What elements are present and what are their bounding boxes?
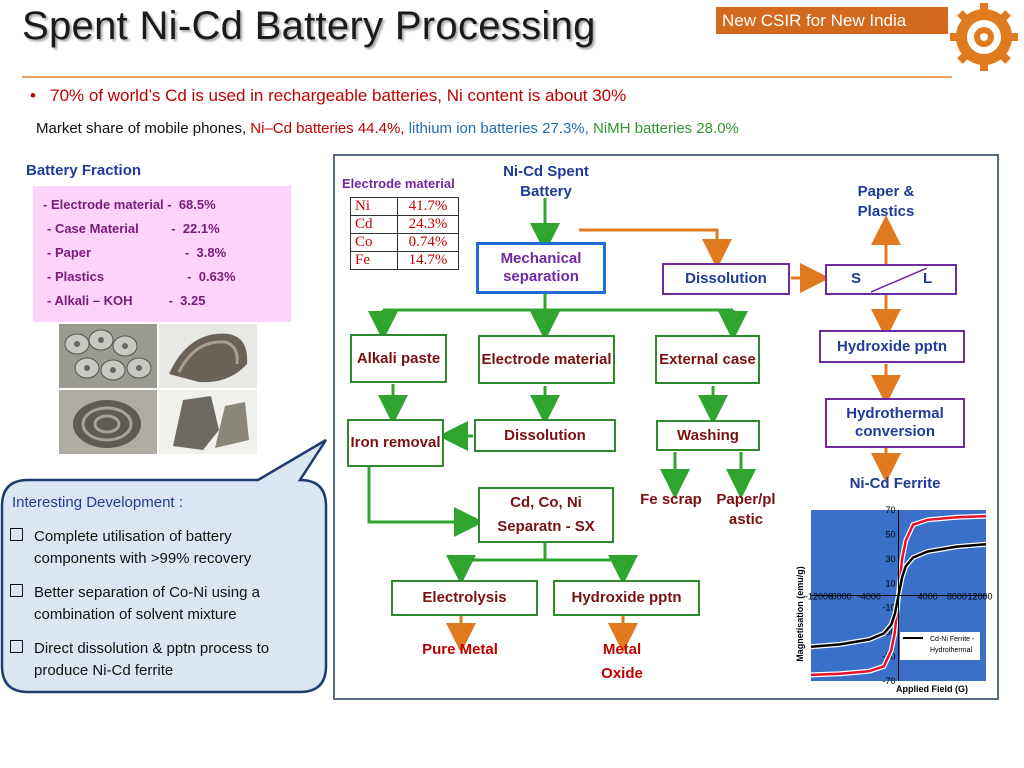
checkbox-bullet-icon [10,640,23,653]
ni-cd-ferrite-label: Ni-Cd Ferrite [849,475,941,492]
y-tick-label: 10 [885,578,895,588]
paper-plastic-label: Paper/pl astic [716,491,776,528]
alkali-paste-box: Alkali paste [350,334,447,383]
callout-title: Interesting Development : [12,494,183,511]
spiral-electrode-photo [59,390,157,454]
dissolution-middle-box: Dissolution [474,419,616,452]
csir-banner: New CSIR for New India [716,7,948,34]
x-tick-label: -8000 [829,592,852,602]
fraction-item: - Alkali – KOH - 3.25 [47,293,206,308]
callout-point: Better separation of Co-Ni using a combi… [10,582,310,626]
legend-label-line1: Cd-Ni Ferrite - [930,636,975,643]
element-cell: Co [350,233,398,252]
checkbox-bullet-icon [10,584,23,597]
y-tick-label: 30 [885,554,895,564]
spent-battery-label: Ni-Cd Spent Battery [503,163,589,200]
y-tick-label: -10 [882,603,895,613]
x-tick-label: 8000 [947,592,967,602]
element-cell: Cd [350,215,398,234]
electrode-material-label: Electrode material [342,176,455,191]
market-liion: lithium ion batteries 27.3%, [408,120,589,137]
iron-removal-box: Iron removal [347,419,444,467]
electrolysis-box: Electrolysis [391,580,538,616]
market-prefix: Market share of mobile phones, [36,120,251,137]
fraction-item: - Paper - 3.8% [47,245,227,260]
callout-point: Complete utilisation of battery componen… [10,526,310,570]
y-tick-label: 70 [885,505,895,515]
callout-point: Direct dissolution & pptn process to pro… [10,638,310,682]
cd-usage-bullet: • 70% of world’s Cd is used in rechargea… [30,86,626,106]
callout-point-text: Direct dissolution & pptn process to pro… [34,640,270,679]
element-cell: Fe [350,251,398,270]
page-title: Spent Ni-Cd Battery Processing [22,4,596,48]
external-case-box: External case [655,335,760,384]
washing-box: Washing [656,420,760,451]
cd-usage-text: 70% of world’s Cd is used in rechargeabl… [50,86,627,105]
mechanical-separation-box: Mechanical separation [476,242,606,294]
hydroxide-pptn-bottom-box: Hydroxide pptn [553,580,700,616]
process-flow-panel [333,154,999,700]
percent-cell: 24.3% [397,215,459,234]
hydroxide-pptn-right-box: Hydroxide pptn [819,330,965,363]
electrode-material-box: Electrode material [478,335,615,384]
sl-divider [871,268,927,293]
legend-label-line2: Hydrothermal [930,647,972,654]
x-tick-label: -4000 [858,592,881,602]
percent-cell: 41.7% [397,197,459,216]
dissolution-top-box: Dissolution [662,263,790,295]
battery-fraction-title: Battery Fraction [26,162,142,179]
percent-cell: 14.7% [397,251,459,270]
hydrothermal-conversion-box: Hydrothermal conversion [825,398,965,448]
percent-cell: 0.74% [397,233,459,252]
pure-metal-label: Pure Metal [422,641,498,658]
paper-plastics-label: Paper & Plastics [857,183,915,220]
metal-oxide-label: Metal Oxide [601,641,643,682]
market-share-line: Market share of mobile phones, Ni–Cd bat… [36,120,739,137]
flow-arrows [367,198,901,653]
solid-label: S [851,270,862,287]
battery-fraction-box: - Electrode material - 68.5% - Case Mate… [33,186,291,322]
battery-photos [59,324,257,454]
callout-point-text: Complete utilisation of battery componen… [34,528,252,567]
checkbox-bullet-icon [10,528,23,541]
chart-y-label: Magnetisation (emu/g) [795,566,805,662]
battery-cells-photo [59,324,157,388]
title-divider [22,76,952,78]
liquid-label: L [923,270,933,287]
fraction-item: - Electrode material - 68.5% [43,197,216,212]
fraction-item: - Case Material - 22.1% [47,221,220,236]
fe-scrap-label: Fe scrap [640,491,702,508]
torn-case-photo [159,390,257,454]
bullet-dot: • [30,86,51,105]
x-tick-label: 12000 [967,592,992,602]
callout-point-text: Better separation of Co-Ni using a combi… [34,584,260,623]
market-nimh: NiMH batteries 28.0% [592,120,739,137]
element-cell: Ni [350,197,398,216]
callout-bubble [0,438,328,694]
market-nicd: Ni–Cd batteries 44.4%, [250,120,405,137]
fraction-item: - Plastics - 0.63% [47,269,236,284]
legend-box [900,632,980,660]
y-tick-label: 50 [885,529,895,539]
csir-gear-logo-icon [950,3,1018,71]
solid-liquid-box: S L [825,264,957,295]
sx-separation-box: Cd, Co, Ni Separatn - SX [478,487,614,543]
y-tick-label: -70 [882,676,895,686]
y-tick-label: -30 [882,627,895,637]
x-tick-label: 4000 [918,592,938,602]
x-tick-label: -12000 [805,592,833,602]
chart-legend: Cd-Ni Ferrite - Hydrothermal [900,632,980,660]
metal-case-photo [159,324,257,388]
chart-x-label: Applied Field (G) [896,684,968,694]
